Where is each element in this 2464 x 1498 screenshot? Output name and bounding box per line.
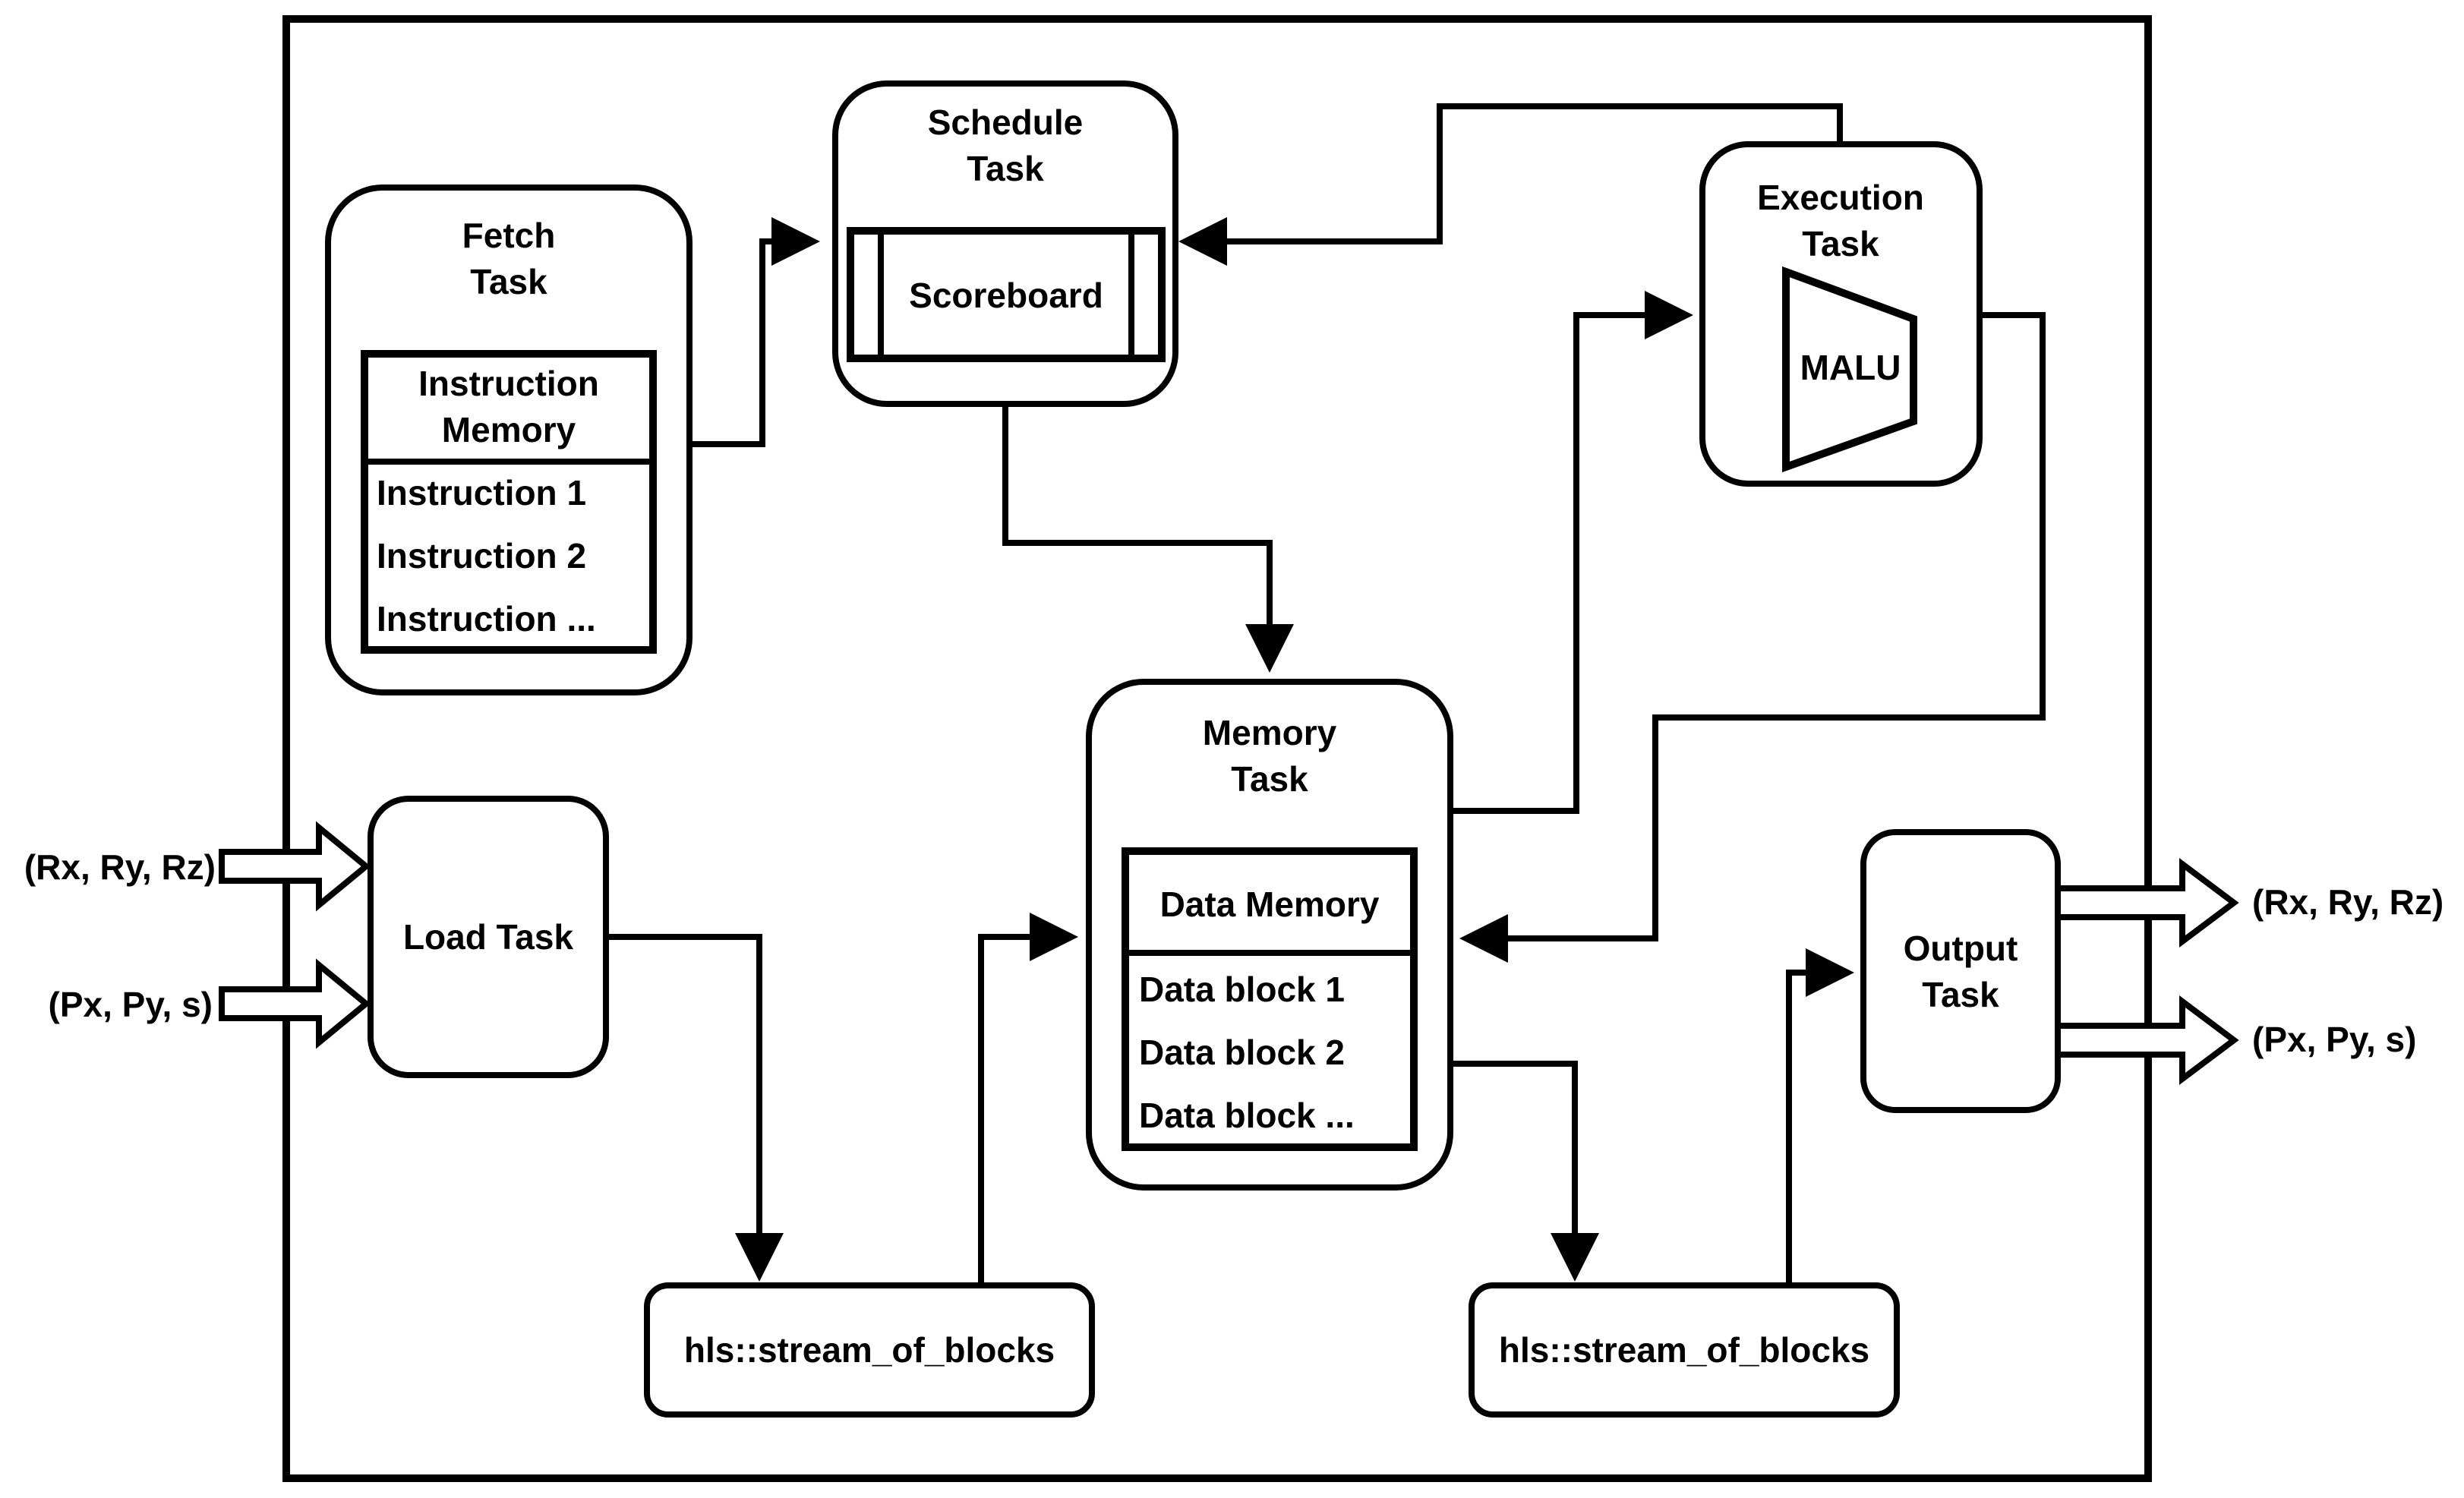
data-block-row: Data block 2 [1139,1033,1345,1072]
data-block-row: Data block ... [1139,1096,1355,1135]
stream-right-label: hls::stream_of_blocks [1499,1330,1869,1370]
input-r-label: (Rx, Ry, Rz) [24,847,216,887]
stream-left-label: hls::stream_of_blocks [684,1330,1055,1370]
memory-to-stream-arrow [1450,1061,1599,1282]
data-memory-header: Data Memory [1160,885,1380,924]
fetch-task-title-line1: Fetch [462,216,556,255]
output-task: Output Task [1860,829,2061,1113]
instruction-row: Instruction 1 [377,473,586,512]
instruction-memory: Instruction Memory Instruction 1 Instruc… [361,350,657,654]
instruction-memory-header-line1: Instruction [418,364,599,403]
output-task-title-line1: Output [1904,929,2018,968]
schedule-task: Schedule Task Scoreboard [832,80,1178,407]
memory-to-execution-arrow [1450,291,1693,814]
load-task: Load Task [368,796,609,1078]
execution-task: Execution Task MALU [1699,141,1983,487]
output-p-arrow [2055,995,2239,1085]
stream-right: hls::stream_of_blocks [1469,1282,1900,1418]
memory-task-title-line1: Memory [1203,713,1337,752]
execution-to-memory-arrow [1459,312,2046,963]
schedule-to-memory-arrow [1002,404,1294,673]
stream-to-output-arrow [1786,948,1854,1285]
malu-label: MALU [1800,348,1901,387]
output-r-label: (Rx, Ry, Rz) [2252,882,2443,922]
input-p-arrow [219,958,371,1049]
fetch-to-schedule-arrow [689,217,820,447]
instruction-memory-header-line2: Memory [442,410,576,449]
schedule-task-title-line2: Task [967,149,1044,188]
malu-unit: MALU [1782,266,1917,473]
scoreboard: Scoreboard [847,227,1166,362]
fetch-task: Fetch Task Instruction Memory Instructio… [325,184,693,695]
schedule-task-title-line1: Schedule [928,102,1084,142]
input-r-arrow [219,821,371,912]
execution-to-scoreboard-arrow [1178,103,1843,266]
output-task-title-line2: Task [1922,975,1999,1014]
fetch-task-title-line2: Task [470,262,547,301]
stream-to-memory-arrow [978,913,1078,1285]
input-p-label: (Px, Py, s) [49,985,213,1024]
execution-task-title-line2: Task [1802,224,1879,263]
memory-task: Memory Task Data Memory Data block 1 Dat… [1086,679,1453,1191]
load-task-title: Load Task [403,917,574,957]
io-arrows [219,821,2239,1085]
memory-task-title-line2: Task [1231,759,1308,799]
load-to-stream-arrow [606,934,784,1282]
connectors [606,103,2046,1285]
output-r-arrow [2055,858,2239,948]
instruction-row: Instruction ... [377,599,596,639]
system-boundary [282,15,2152,1482]
data-memory: Data Memory Data block 1 Data block 2 Da… [1122,847,1418,1151]
stream-left: hls::stream_of_blocks [644,1282,1095,1418]
output-p-label: (Px, Py, s) [2252,1020,2416,1059]
instruction-row: Instruction 2 [377,536,586,576]
execution-task-title-line1: Execution [1757,178,1924,217]
data-block-row: Data block 1 [1139,970,1345,1009]
scoreboard-label: Scoreboard [909,276,1103,315]
